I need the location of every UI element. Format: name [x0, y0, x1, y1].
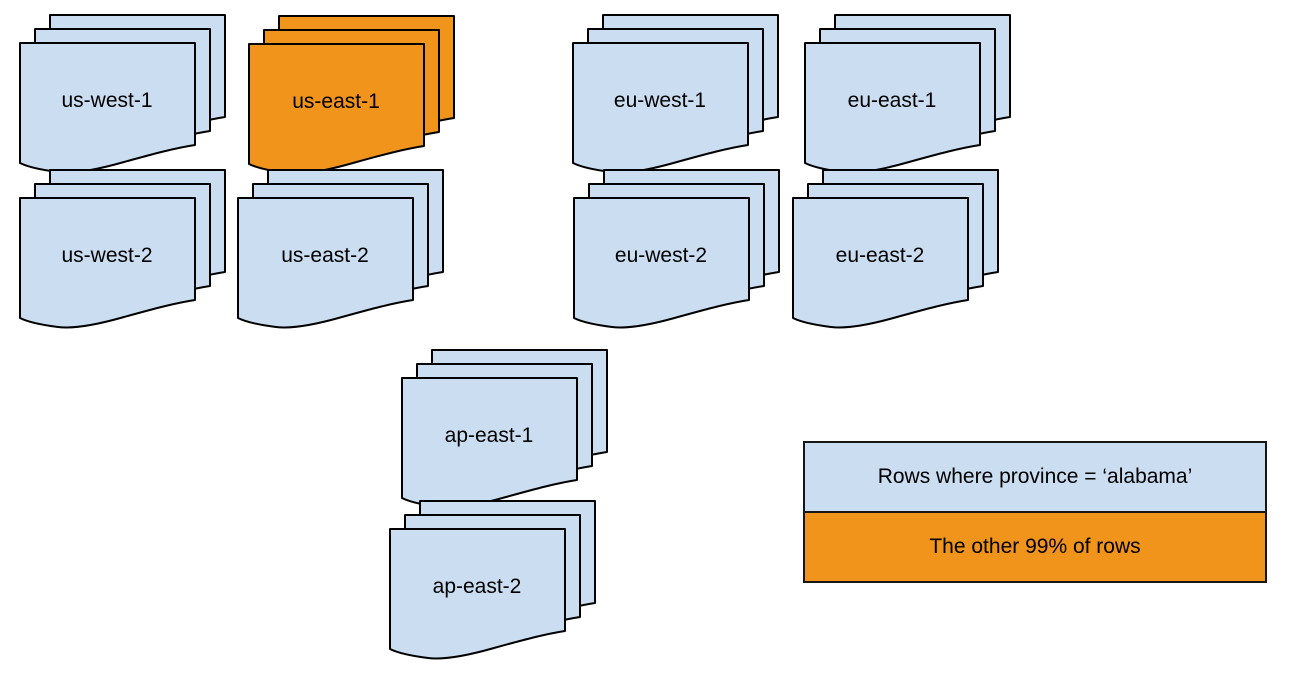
- region-stack-us-east-1: us-east-1: [248, 15, 456, 178]
- region-stack-us-west-2: us-west-2: [19, 169, 227, 332]
- document-stack-icon: [389, 500, 596, 660]
- region-stack-us-east-2: us-east-2: [237, 169, 445, 332]
- document-stack-icon: [19, 14, 226, 174]
- legend-item-other-rows: The other 99% of rows: [805, 513, 1265, 581]
- document-stack-icon: [804, 14, 1011, 174]
- region-stack-ap-east-1: ap-east-1: [401, 349, 609, 512]
- region-stack-eu-west-1: eu-west-1: [572, 14, 780, 177]
- region-stack-eu-east-1: eu-east-1: [804, 14, 1012, 177]
- region-stack-eu-east-2: eu-east-2: [792, 169, 1000, 332]
- document-stack-icon: [792, 169, 999, 329]
- document-stack-icon: [572, 14, 779, 174]
- document-stack-icon: [248, 15, 455, 175]
- region-stack-us-west-1: us-west-1: [19, 14, 227, 177]
- legend-label: Rows where province = ‘alabama’: [877, 465, 1193, 488]
- document-stack-icon: [573, 169, 780, 329]
- document-stack-icon: [19, 169, 226, 329]
- legend: Rows where province = ‘alabama’ The othe…: [803, 441, 1267, 583]
- document-stack-icon: [401, 349, 608, 509]
- region-stack-ap-east-2: ap-east-2: [389, 500, 597, 663]
- legend-label: The other 99% of rows: [929, 535, 1141, 558]
- legend-item-alabama-rows: Rows where province = ‘alabama’: [805, 443, 1265, 513]
- document-stack-icon: [237, 169, 444, 329]
- region-stack-eu-west-2: eu-west-2: [573, 169, 781, 332]
